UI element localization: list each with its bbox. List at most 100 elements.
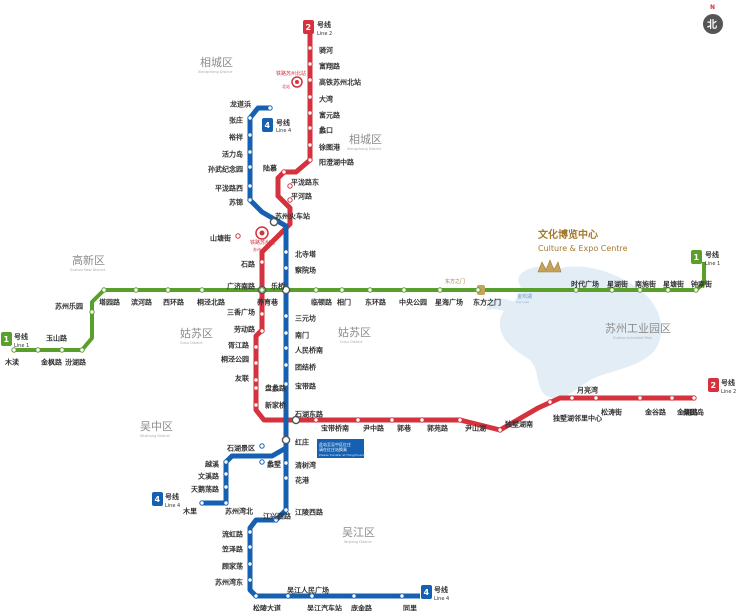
station-dot[interactable] (259, 443, 265, 449)
station-33[interactable]: 金湖路 (669, 395, 699, 417)
station-dot[interactable] (691, 395, 697, 401)
station-dot[interactable] (307, 125, 313, 131)
station-dot[interactable] (199, 287, 205, 293)
station-dot[interactable] (693, 287, 699, 293)
station-dot[interactable] (281, 169, 287, 175)
station-dot[interactable] (247, 149, 253, 155)
station-74[interactable]: 蠡墅 (259, 459, 281, 469)
station-dot[interactable] (283, 313, 289, 319)
station-65[interactable]: 察院场 (283, 265, 316, 275)
station-53[interactable]: 星湖街 (607, 280, 628, 293)
station-9[interactable]: 平泷路东 (287, 178, 319, 189)
station-16[interactable]: 劳动路 (234, 325, 265, 334)
station-dot[interactable] (437, 287, 443, 293)
station-50[interactable]: 星海广场 (435, 287, 463, 307)
station-dot[interactable] (283, 475, 289, 481)
station-dot[interactable] (475, 287, 481, 293)
station-24[interactable]: 尹中路 (355, 417, 385, 433)
station-76[interactable]: 天鹅荡路 (191, 484, 229, 494)
station-dot[interactable] (259, 287, 265, 293)
station-dot[interactable] (267, 105, 273, 111)
station-dot[interactable] (419, 417, 425, 423)
station-2[interactable]: 高铁苏州北站 (307, 77, 361, 87)
station-dot[interactable] (355, 417, 361, 423)
station-dot[interactable] (247, 132, 253, 138)
station-dot[interactable] (309, 593, 315, 599)
station-22[interactable]: 石湖东路 (291, 410, 324, 425)
station-dot[interactable] (281, 435, 291, 445)
station-34[interactable]: 桑田岛 (682, 395, 704, 417)
station-47[interactable]: 相门 (337, 287, 351, 307)
station-dot[interactable] (247, 529, 253, 535)
station-18[interactable]: 桐泾公园 (221, 355, 259, 366)
station-dot[interactable] (253, 344, 259, 350)
station-43[interactable]: 桐泾北路 (197, 287, 226, 307)
station-59[interactable]: 裕祥 (228, 132, 253, 142)
station-75[interactable]: 文溪路 (198, 471, 229, 481)
station-dot[interactable] (253, 402, 259, 408)
station-44[interactable]: 养育巷 (256, 287, 279, 307)
station-56[interactable]: 钟南街 (691, 280, 712, 293)
station-26[interactable]: 郭苑路 (419, 417, 449, 433)
station-39[interactable]: 苏州乐园 (55, 302, 95, 315)
station-dot[interactable] (247, 164, 253, 170)
station-55[interactable]: 星塘街 (663, 280, 684, 293)
station-dot[interactable] (89, 309, 95, 315)
station-dot[interactable] (457, 417, 463, 423)
station-35[interactable]: 木渎 (4, 347, 19, 367)
station-8[interactable]: 陆慕 (263, 164, 287, 175)
station-90[interactable]: 庞金路 (351, 593, 373, 611)
station-dot[interactable] (313, 287, 319, 293)
station-dot[interactable] (283, 345, 289, 351)
station-dot[interactable] (313, 417, 319, 423)
station-23[interactable]: 宝带桥南 (313, 417, 349, 433)
station-dot[interactable] (497, 427, 503, 433)
station-70[interactable]: 宝带路 (283, 381, 317, 391)
station-dot[interactable] (247, 115, 253, 121)
station-84[interactable]: 笠泽路 (221, 544, 253, 554)
station-20[interactable]: 盘蠡路 (253, 384, 287, 393)
station-7[interactable]: 阳澄湖中路 (307, 157, 355, 167)
station-57[interactable]: 龙道浜 (229, 100, 273, 111)
station-81[interactable]: 江陵西路 (283, 507, 324, 517)
station-12[interactable]: 山塘街 (210, 233, 241, 243)
station-88[interactable]: 松陵大道 (253, 593, 281, 611)
station-5[interactable]: 蠡口 (307, 125, 333, 135)
station-dot[interactable] (223, 471, 229, 477)
station-3[interactable]: 大湾 (307, 94, 333, 104)
station-dot[interactable] (247, 197, 253, 203)
station-49[interactable]: 中央公园 (399, 287, 427, 307)
station-48[interactable]: 东环路 (365, 287, 387, 307)
station-dot[interactable] (269, 217, 279, 227)
station-85[interactable]: 顾家荡 (222, 561, 253, 571)
station-dot[interactable] (307, 94, 313, 100)
station-dot[interactable] (665, 287, 671, 293)
station-72[interactable]: 石湖景区 (226, 443, 265, 453)
station-dot[interactable] (669, 395, 675, 401)
station-dot[interactable] (281, 285, 291, 295)
station-dot[interactable] (569, 395, 575, 401)
station-dot[interactable] (283, 362, 289, 368)
station-17[interactable]: 胥江路 (228, 341, 259, 350)
station-dot[interactable] (285, 593, 291, 599)
station-69[interactable]: 团结桥 (283, 362, 317, 372)
station-4[interactable]: 富元路 (307, 110, 341, 120)
station-dot[interactable] (307, 77, 313, 83)
station-dot[interactable] (351, 593, 357, 599)
station-82[interactable]: 江兴西路 (263, 512, 292, 523)
station-dot[interactable] (253, 377, 259, 383)
station-dot[interactable] (283, 460, 289, 466)
station-dot[interactable] (367, 287, 373, 293)
station-61[interactable]: 孙武纪念园 (208, 164, 253, 174)
station-68[interactable]: 人民桥南 (283, 345, 323, 355)
station-dot[interactable] (259, 259, 265, 265)
station-dot[interactable] (259, 328, 265, 334)
station-78[interactable]: 苏州湾北 (223, 500, 253, 516)
station-89[interactable]: 吴江汽车站 (307, 593, 342, 611)
station-11[interactable]: 苏州火车站 (269, 212, 310, 227)
station-dot[interactable] (307, 110, 313, 116)
station-77[interactable]: 木里 (182, 500, 205, 516)
station-86[interactable]: 苏州湾东 (215, 577, 253, 587)
station-dot[interactable] (235, 233, 241, 239)
station-79[interactable]: 清树湾 (283, 460, 316, 470)
